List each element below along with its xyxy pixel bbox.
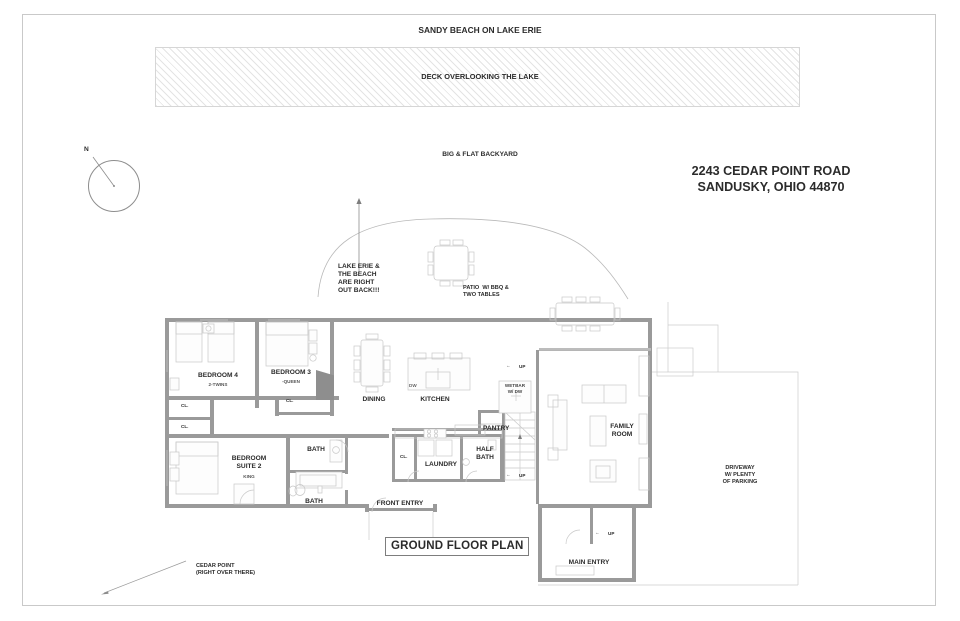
room-sublabel: 2-TWINS	[208, 382, 228, 387]
room-label: LAUNDRY	[425, 461, 457, 468]
wetbar-label: WETBAR W/ DW	[504, 383, 526, 394]
room-label: FRONT ENTRY	[376, 500, 424, 507]
closet-label: CL.	[181, 403, 189, 408]
stair-up-marker: UP	[519, 473, 526, 478]
deck-area	[155, 47, 800, 107]
room-label: BEDROOM 4	[198, 372, 238, 379]
room-label: BATH	[305, 498, 323, 505]
room-label: MAIN ENTRY	[568, 559, 610, 566]
room-label: BEDROOM 3	[271, 369, 311, 376]
deck-label: DECK OVERLOOKING THE LAKE	[421, 72, 539, 81]
address-line-2: SANDUSKY, OHIO 44870	[697, 180, 845, 194]
stair-up-marker: UP	[519, 364, 526, 369]
room-sublabel: -QUEEN	[282, 379, 300, 384]
room-label: FAMILY ROOM	[610, 423, 634, 439]
stair-up-marker: UP	[608, 531, 615, 536]
north-label: N	[84, 146, 89, 153]
backyard-label: BIG & FLAT BACKYARD	[442, 151, 518, 158]
room-label: KITCHEN	[420, 396, 450, 403]
room-label: PANTRY	[483, 425, 510, 432]
north-compass	[88, 160, 140, 212]
stair-arrow-icon: ←	[506, 472, 511, 477]
dishwasher-label: DW	[409, 383, 417, 388]
cedar-point-label: CEDAR POINT (RIGHT OVER THERE)	[196, 563, 256, 576]
stair-arrow-icon: ←	[506, 363, 511, 368]
driveway-label: DRIVEWAY W/ PLENTY OF PARKING	[722, 465, 758, 485]
staircase	[504, 411, 536, 481]
beach-label: SANDY BEACH ON LAKE ERIE	[418, 25, 542, 35]
patio-label: PATIO W/ BBQ & TWO TABLES	[463, 285, 509, 298]
room-sublabel: KING	[243, 474, 255, 479]
room-label: BATH	[307, 446, 325, 453]
closet-label: CL.	[286, 398, 294, 403]
address-line-1: 2243 CEDAR POINT ROAD	[691, 164, 851, 178]
stair-arrow-icon: ←	[595, 530, 600, 535]
room-label: HALF BATH	[476, 446, 494, 462]
room-label: BEDROOM SUITE 2	[231, 455, 267, 471]
lake-note: LAKE ERIE & THE BEACH ARE RIGHT OUT BACK…	[338, 263, 380, 295]
page-title: GROUND FLOOR PLAN	[385, 537, 530, 556]
closet-label: CL.	[181, 424, 189, 429]
room-label: DINING	[362, 396, 386, 403]
closet-label: CL.	[400, 454, 408, 459]
